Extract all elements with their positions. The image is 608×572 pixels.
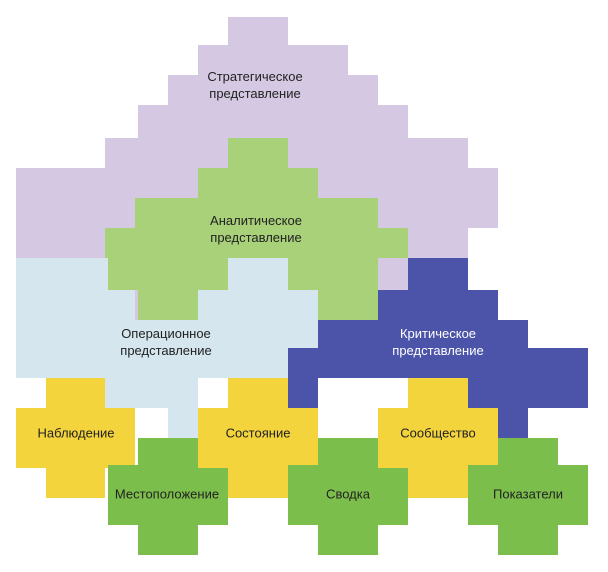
critical-view-block [288, 258, 588, 438]
operational-view-block [16, 258, 318, 438]
analytic-view-block [105, 138, 408, 320]
tile-indicators [468, 438, 588, 555]
tile-observation [16, 378, 135, 498]
